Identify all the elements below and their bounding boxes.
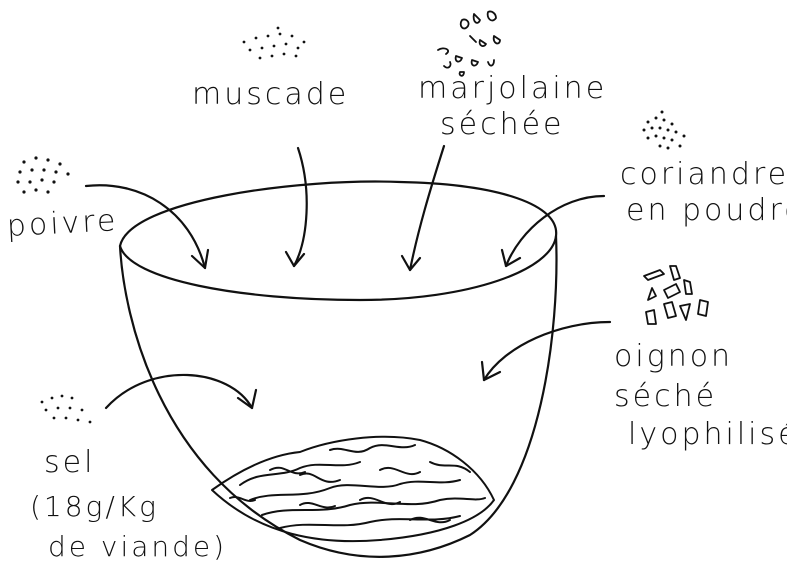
arrow-sel [106, 375, 252, 408]
onion-flakes [644, 266, 708, 324]
label-lyophilise: lyophilisé [628, 418, 787, 452]
onion-pile [212, 437, 494, 541]
marjolaine-leaves [438, 11, 500, 75]
label-oignon: oignon [614, 340, 733, 374]
label-de-viande: de viande) [48, 530, 227, 564]
arrow-muscade [294, 148, 307, 266]
label-sechee: séchée [440, 108, 565, 142]
label-en-poudre: en poudre [626, 194, 787, 228]
sel-dots [41, 395, 92, 424]
label-poivre: poivre [6, 204, 119, 244]
poivre-dots [16, 156, 69, 193]
arrow-marjolaine [410, 146, 444, 270]
arrow-coriandre [506, 196, 604, 266]
coriandre-dots [643, 111, 686, 150]
label-dose: (18g/Kg [30, 490, 159, 524]
label-coriandre: coriandre [620, 158, 787, 192]
label-sel: sel [44, 446, 95, 480]
label-seche: séché [614, 380, 717, 414]
bowl-rim [120, 182, 556, 300]
label-muscade: muscade [192, 78, 349, 112]
muscade-dots [243, 27, 306, 60]
label-marjolaine: marjolaine [418, 72, 607, 106]
